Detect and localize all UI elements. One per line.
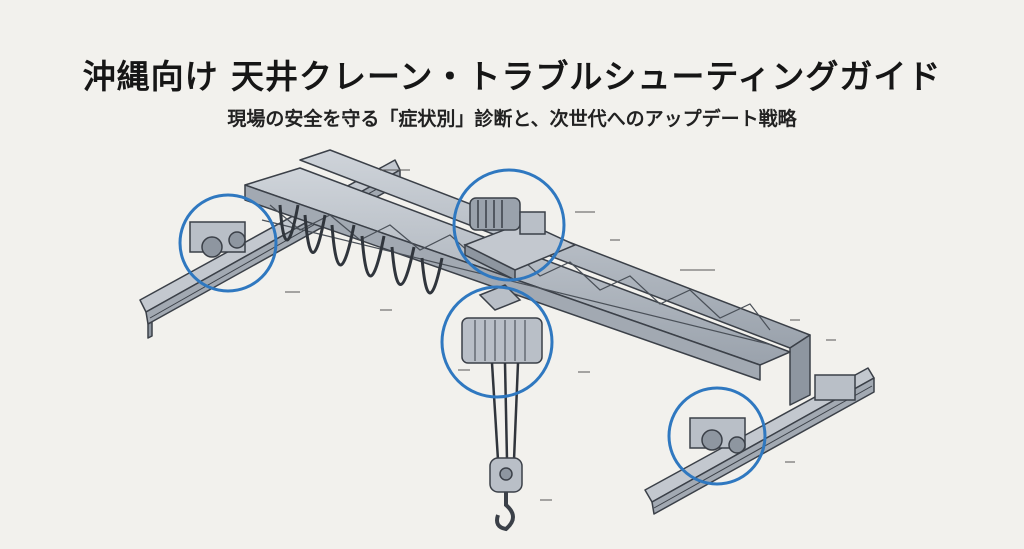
left-end-truck xyxy=(189,221,246,258)
hook-icon xyxy=(495,492,515,532)
callout-circle-left-end-truck xyxy=(178,193,278,293)
hoist-chain xyxy=(490,362,520,461)
hoist-drum xyxy=(461,317,543,364)
page-subtitle: 現場の安全を守る「症状別」診断と、次世代へのアップデート戦略 xyxy=(227,108,797,130)
callout-circle-hoist xyxy=(440,285,554,399)
hook-block xyxy=(489,457,523,532)
left-wheel xyxy=(201,236,223,258)
hoist xyxy=(461,284,543,364)
leader-lines xyxy=(285,169,836,501)
festoon-cable xyxy=(278,204,444,295)
right-end-truck xyxy=(689,374,856,454)
trolley xyxy=(463,197,577,282)
callout-circle-right-end-truck xyxy=(667,386,767,486)
page-title: 沖縄向け 天井クレーン・トラブルシューティングガイド xyxy=(82,57,942,96)
callout-circle-trolley-motor xyxy=(452,168,566,282)
